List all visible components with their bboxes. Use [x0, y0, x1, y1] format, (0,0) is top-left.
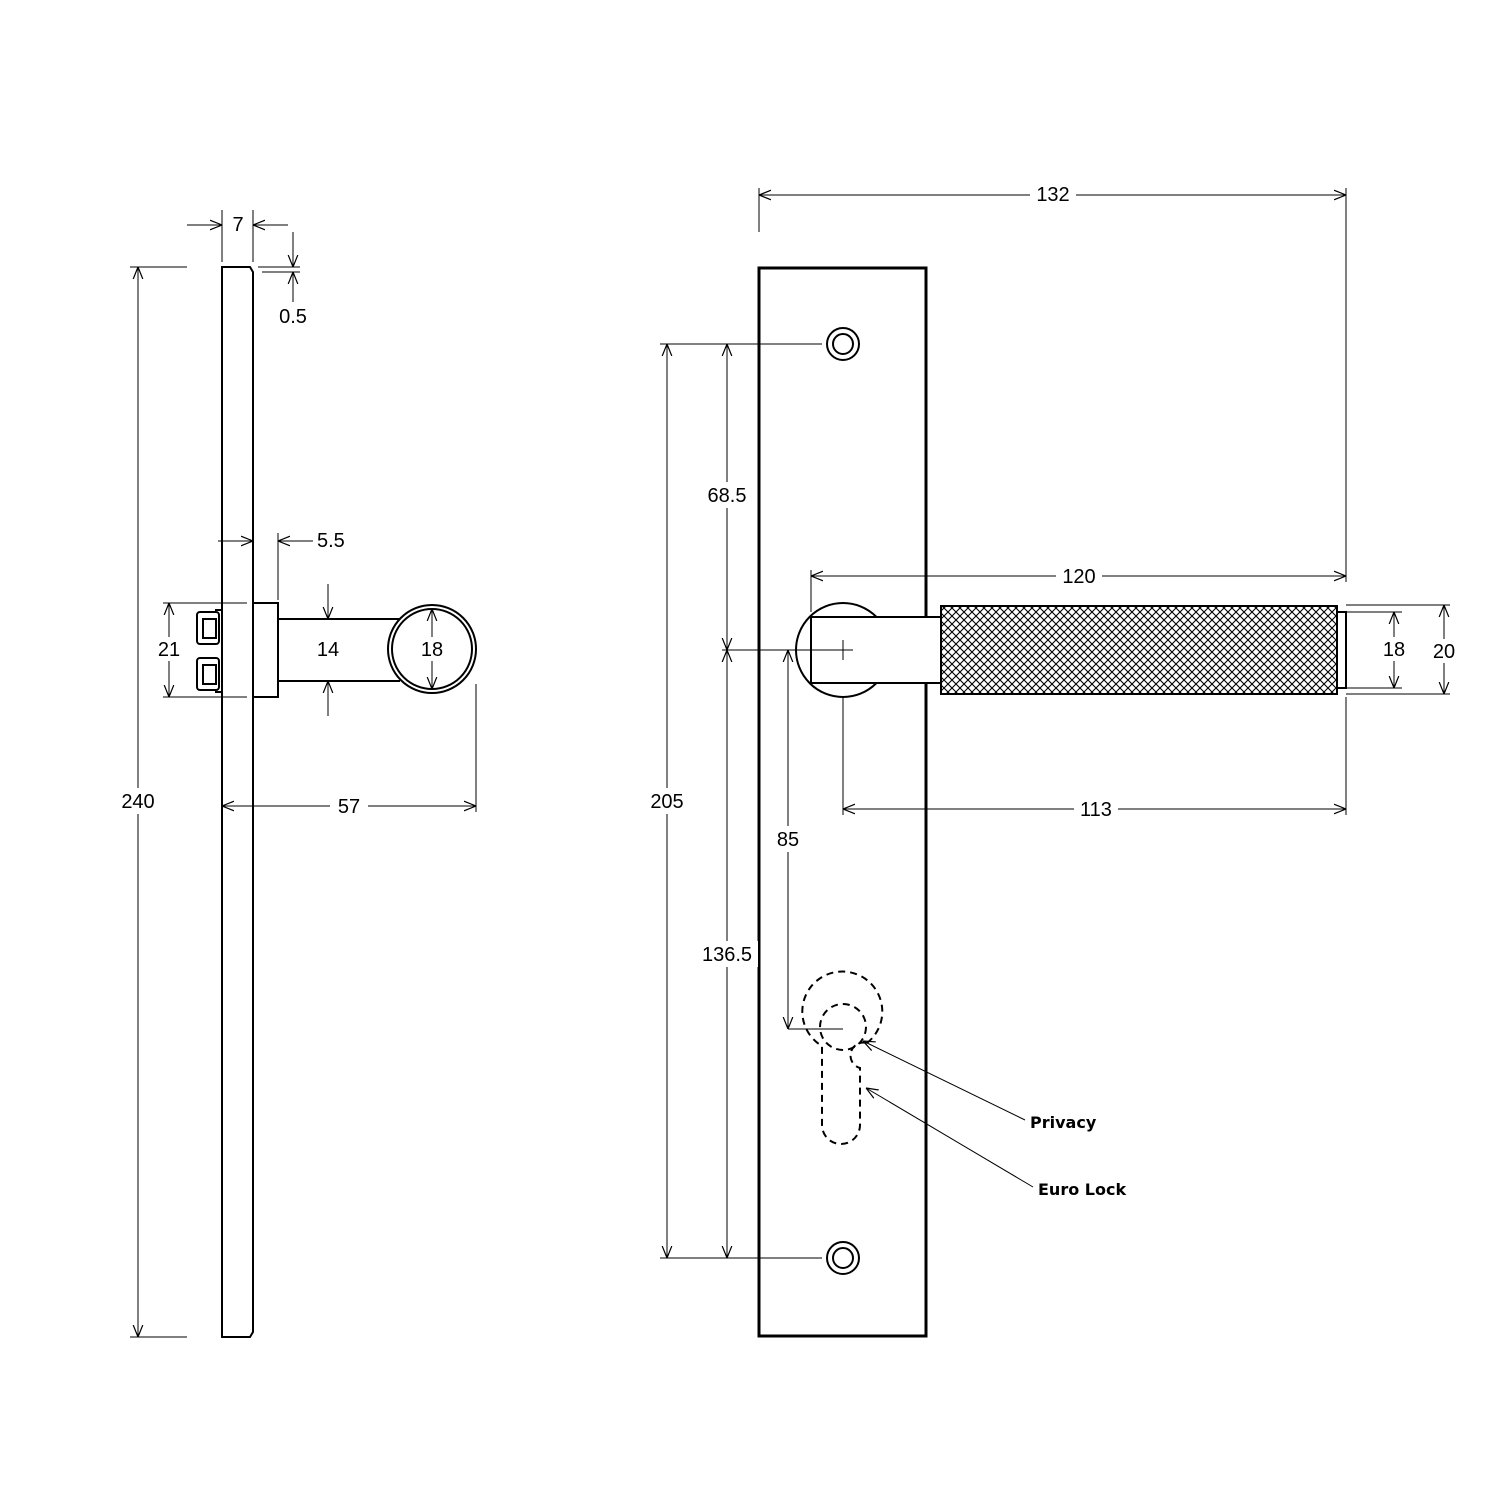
dim-thickness-label: 7 — [232, 214, 243, 236]
top-fixing-hole — [826, 327, 860, 361]
side-backplate — [221, 266, 254, 1338]
dim-top-to-lever-label: 68.5 — [708, 485, 747, 507]
dim-lever-reach: 113 — [842, 697, 1347, 823]
dim-rose-dia-label: 20 — [1433, 641, 1455, 663]
dim-top-to-lever: 68.5 — [700, 344, 842, 651]
dim-side-lever-dia: 18 — [416, 609, 448, 689]
callout-privacy-label: Privacy — [1030, 1113, 1097, 1132]
front-view: Privacy Euro Lock 132 120 205 — [645, 182, 1460, 1338]
dim-lever-length: 120 — [810, 564, 1346, 612]
dim-lever-to-lock: 85 — [770, 650, 843, 1030]
dim-lever-to-bottom-label: 136.5 — [702, 944, 752, 966]
side-screws — [196, 609, 222, 693]
dim-projection-label: 57 — [338, 796, 360, 818]
dim-lever-length-label: 120 — [1062, 566, 1095, 588]
dim-bevel: 0.5 — [258, 232, 307, 328]
dim-overall-width-label: 132 — [1036, 184, 1069, 206]
front-backplate — [757, 266, 928, 1338]
lever-end-cap — [1336, 611, 1347, 689]
privacy-turn-outline — [819, 1003, 867, 1051]
dim-neck: 14 — [317, 584, 339, 716]
dim-lever-to-lock-label: 85 — [777, 829, 799, 851]
dim-spindle-block-label: 21 — [158, 639, 180, 661]
dim-rose-offset-label: 5.5 — [317, 530, 345, 552]
dim-front-lever-dia-label: 18 — [1383, 639, 1405, 661]
euro-lock-cutout — [801, 970, 884, 1145]
callout-privacy: Privacy — [863, 1041, 1097, 1132]
dim-rose-offset: 5.5 — [218, 530, 345, 600]
dim-thickness: 7 — [187, 210, 288, 262]
dim-rose-dia: 20 — [1346, 604, 1460, 695]
side-lever-section — [387, 604, 477, 694]
callout-euro-lock: Euro Lock — [866, 1088, 1126, 1199]
dim-fixing-centres: 205 — [645, 343, 822, 1259]
dim-overall-height-label: 240 — [121, 791, 154, 813]
bottom-fixing-hole — [826, 1241, 860, 1275]
side-rose — [252, 602, 279, 698]
dim-neck-label: 14 — [317, 639, 339, 661]
dim-side-lever-dia-label: 18 — [421, 639, 443, 661]
dim-front-lever-dia: 18 — [1346, 611, 1410, 689]
dim-lever-to-bottom: 136.5 — [696, 650, 758, 1258]
dim-overall-height: 240 — [115, 266, 187, 1338]
callout-euro-lock-label: Euro Lock — [1038, 1180, 1126, 1199]
knurled-lever-grip — [940, 605, 1338, 695]
dim-overall-width: 132 — [758, 182, 1347, 582]
dim-lever-reach-label: 113 — [1080, 799, 1112, 821]
dim-spindle-block: 21 — [154, 602, 247, 698]
dim-projection: 57 — [222, 684, 477, 818]
dim-bevel-label: 0.5 — [279, 306, 307, 328]
dim-fixing-centres-label: 205 — [650, 791, 683, 813]
side-view: 7 0.5 240 5.5 — [115, 210, 477, 1338]
